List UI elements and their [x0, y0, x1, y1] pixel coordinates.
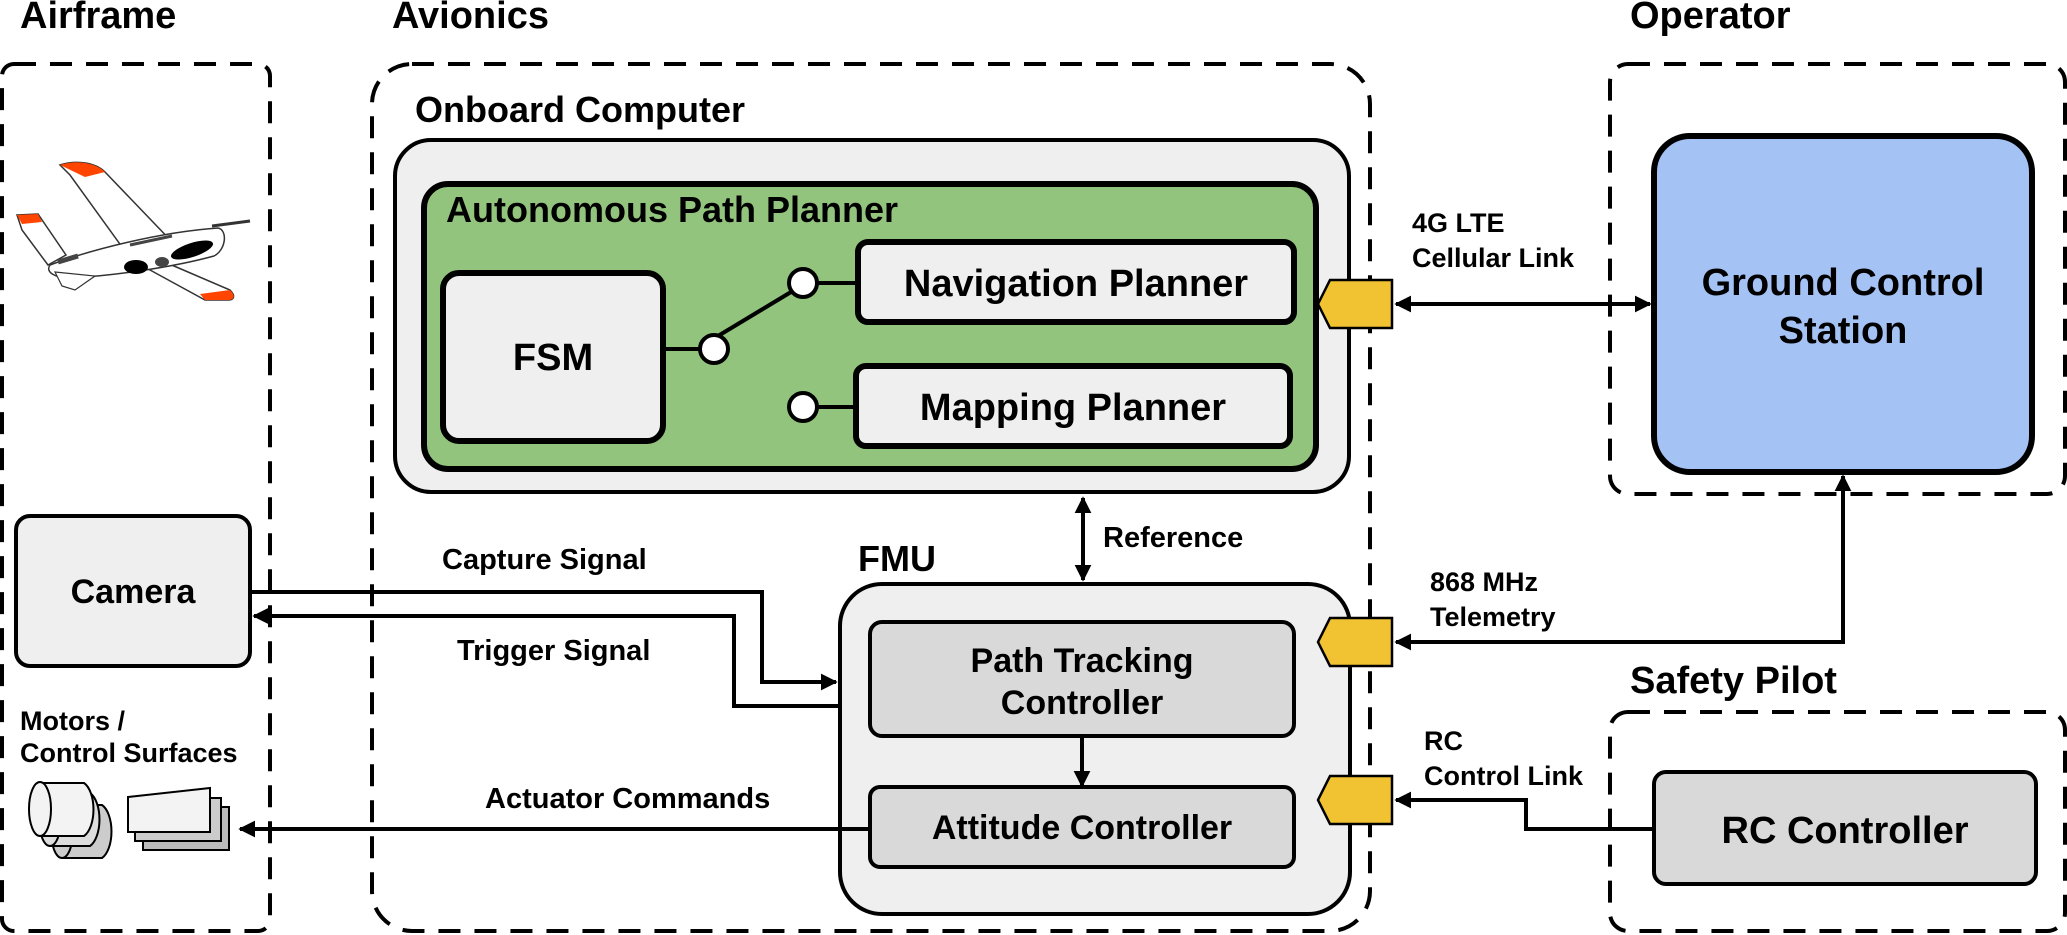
actuator-commands-label: Actuator Commands — [485, 783, 770, 815]
fsm-label: FSM — [513, 337, 593, 379]
rc-label-line1: RC — [1424, 726, 1463, 756]
planner-switch — [666, 267, 860, 423]
attitude-controller-label: Attitude Controller — [932, 809, 1232, 847]
rc-label-line2: Control Link — [1424, 761, 1584, 791]
motors-label-line2: Control Surfaces — [20, 738, 238, 768]
switch-contact-mapping — [787, 391, 819, 423]
operator-boundary — [1608, 62, 2067, 496]
path-tracking-controller-block[interactable] — [868, 620, 1296, 738]
telemetry-label-line2: Telemetry — [1430, 602, 1556, 632]
navigation-planner-block[interactable] — [855, 239, 1297, 325]
path-tracking-label-line2: Controller — [1001, 684, 1163, 722]
motors-icon — [28, 781, 113, 859]
group-title-safety-pilot: Safety Pilot — [1630, 660, 1837, 702]
reference-label: Reference — [1103, 522, 1243, 554]
gcs-label-line2: Station — [1779, 310, 1908, 352]
mapping-planner-block[interactable] — [853, 363, 1293, 449]
lte-port-icon — [1316, 278, 1394, 330]
telemetry-label-line1: 868 MHz — [1430, 567, 1538, 597]
switch-pivot-node — [698, 333, 730, 365]
airframe-boundary — [0, 62, 272, 933]
path-planner-title: Autonomous Path Planner — [446, 189, 898, 230]
switch-contact-navigation — [787, 267, 819, 299]
safety-pilot-boundary — [1608, 710, 2067, 933]
onboard-computer-title: Onboard Computer — [415, 89, 745, 130]
ground-control-station-block[interactable] — [1651, 133, 2035, 475]
fmu-title: FMU — [858, 538, 936, 579]
fsm-block[interactable] — [440, 270, 666, 444]
rc-port-icon — [1316, 774, 1394, 826]
lte-label-line1: 4G LTE — [1412, 208, 1505, 238]
rc-controller-label: RC Controller — [1722, 810, 1969, 852]
navigation-planner-label: Navigation Planner — [904, 263, 1248, 305]
trigger-signal-label: Trigger Signal — [457, 635, 650, 667]
lte-label-line2: Cellular Link — [1412, 243, 1575, 273]
mapping-planner-label: Mapping Planner — [920, 387, 1226, 429]
telemetry-link-arrow — [1394, 474, 1852, 651]
aircraft-icon — [15, 161, 251, 301]
group-title-avionics: Avionics — [392, 0, 549, 37]
avionics-boundary — [370, 62, 1372, 933]
path-tracking-label-line1: Path Tracking — [971, 642, 1194, 680]
motors-label-line1: Motors / — [20, 706, 125, 736]
trigger-signal-arrow — [252, 607, 840, 708]
control-surfaces-icon — [127, 786, 230, 851]
rc-link-arrow — [1394, 791, 1654, 831]
telemetry-port-icon — [1316, 616, 1394, 668]
gcs-label-line1: Ground Control — [1702, 262, 1985, 304]
group-title-operator: Operator — [1630, 0, 1791, 37]
capture-signal-arrow — [250, 590, 838, 691]
group-title-airframe: Airframe — [20, 0, 176, 37]
camera-label: Camera — [71, 573, 197, 611]
capture-signal-label: Capture Signal — [442, 544, 647, 576]
